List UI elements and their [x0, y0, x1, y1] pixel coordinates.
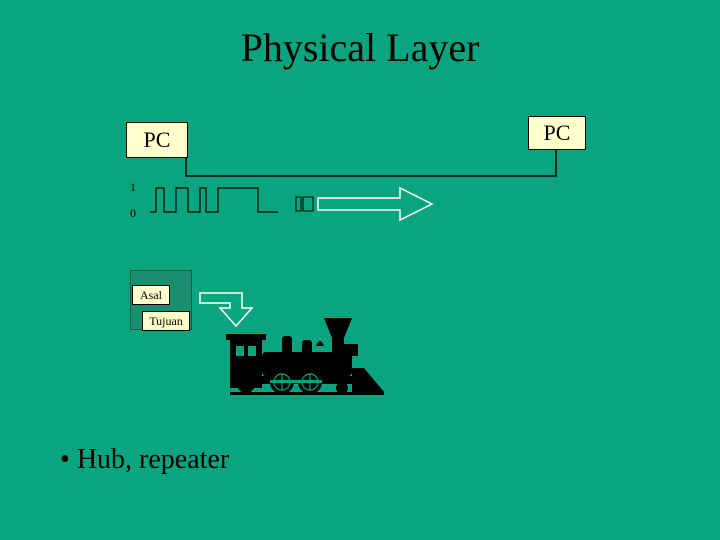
pc-left-box: PC: [126, 122, 188, 158]
bit-mark-small: [295, 196, 302, 212]
slide-title: Physical Layer: [240, 25, 480, 70]
source-address-label: Asal: [132, 285, 170, 305]
train-icon: [226, 318, 384, 395]
bullet-marker: •: [60, 444, 70, 475]
transmit-arrow: [317, 186, 434, 222]
bit-mark-large: [302, 196, 314, 212]
pc-connection-line: [185, 148, 557, 177]
signal-waveform: [150, 187, 278, 213]
destination-address-label: Tujuan: [142, 311, 190, 331]
pc-right-box: PC: [528, 116, 586, 150]
bent-down-arrow: [199, 292, 254, 328]
bullet-text: Hub, repeater: [76, 444, 230, 475]
bullet-item: • Hub, repeater: [60, 444, 229, 476]
bit-one-label: 1: [130, 180, 136, 194]
bit-zero-label: 0: [130, 206, 136, 220]
